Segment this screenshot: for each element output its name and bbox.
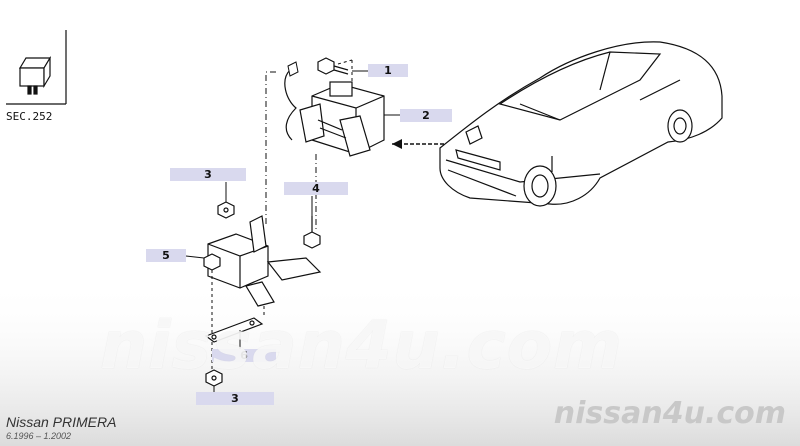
wire-connector [287,61,299,77]
callout-1[interactable]: 1 [368,64,408,77]
watermark-large: nissan4u.com [100,307,623,384]
car-illustration [439,41,723,207]
callout-3-lower[interactable]: 3 [196,392,274,405]
callout-6[interactable]: 6 [212,349,276,362]
mounting-bracket [207,215,322,307]
bolt-part-4 [303,216,321,249]
nut-part-3-upper [217,201,235,219]
wire-harness [284,69,297,141]
callout-3-upper[interactable]: 3 [170,168,246,181]
callout-5[interactable]: 5 [146,249,186,262]
plate-part-6 [204,317,264,343]
actuator-part-2 [299,81,385,157]
production-dates: 6.1996 – 1.2002 [6,431,72,441]
bolt-part-5 [203,253,221,271]
model-name: Nissan PRIMERA [6,414,117,430]
section-reference: SEC.252 [6,110,53,123]
bolt-part-1 [317,57,349,75]
callout-2[interactable]: 2 [400,109,452,122]
nut-part-3-lower [205,369,223,387]
relay-icon [6,30,67,105]
watermark-small: nissan4u.com [553,396,786,431]
callout-4[interactable]: 4 [284,182,348,195]
background-fade [0,280,800,446]
